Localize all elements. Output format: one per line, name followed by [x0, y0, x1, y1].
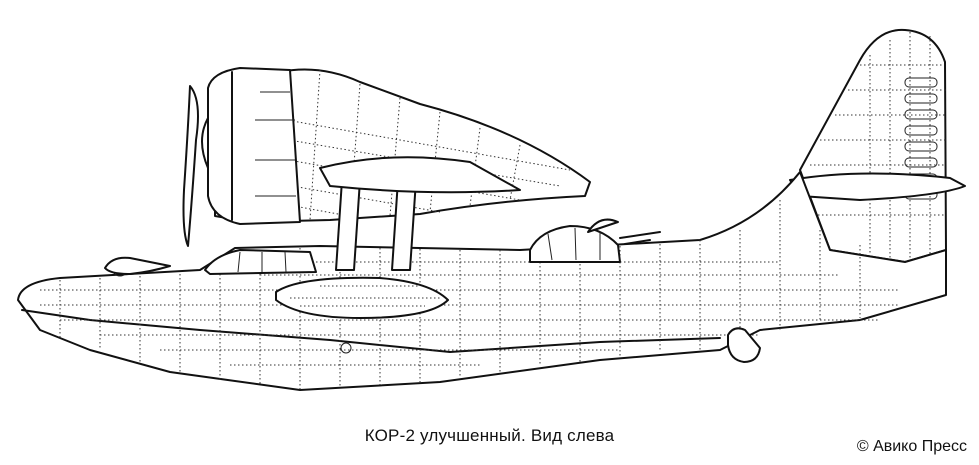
hull	[17, 171, 947, 391]
sponson-float	[275, 276, 449, 319]
wing-struts	[319, 156, 521, 271]
tail-fin	[789, 28, 966, 263]
figure-caption: КОР-2 улучшенный. Вид слева	[364, 426, 615, 445]
copyright-notice: © Авико Пресс	[856, 438, 967, 455]
